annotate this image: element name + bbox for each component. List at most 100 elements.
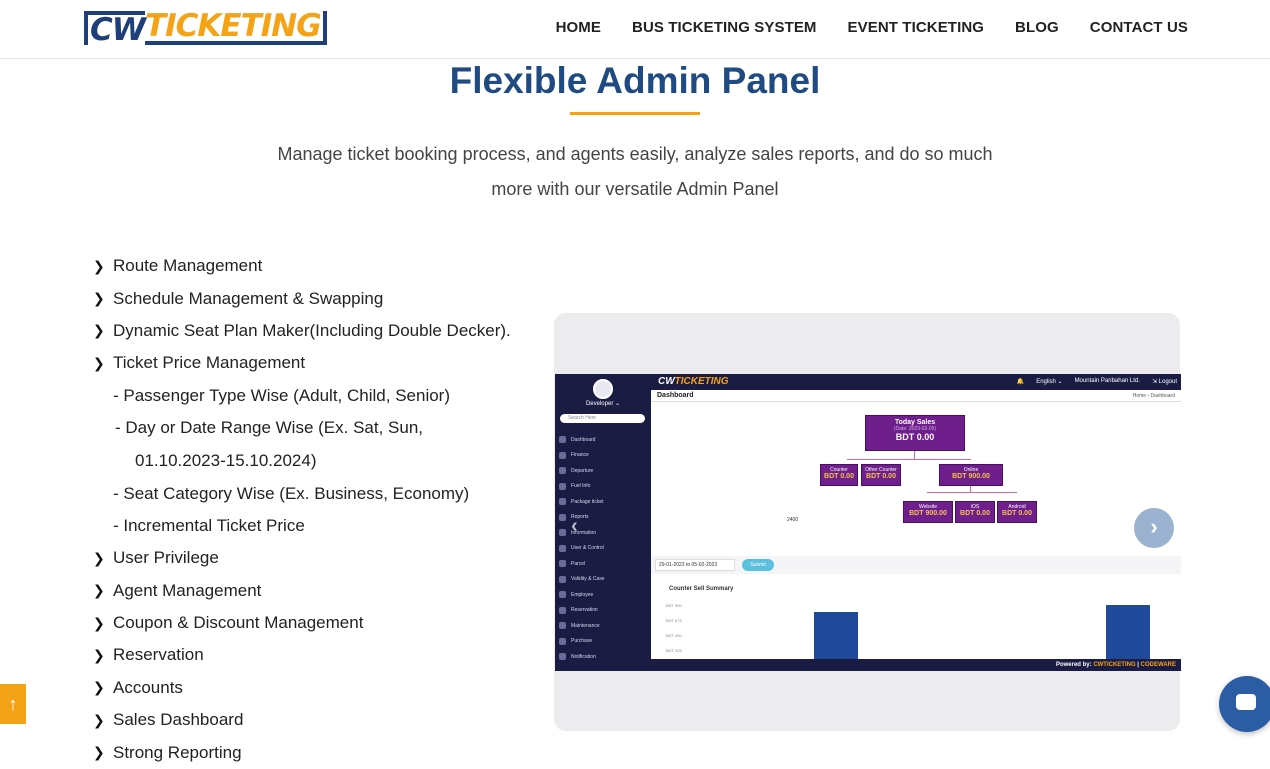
feature-item: ❯ Strong Reporting: [93, 736, 533, 768]
feature-item: ❯Accounts: [93, 672, 533, 704]
scroll-to-top-button[interactable]: ↑: [0, 684, 26, 724]
nav-bus-ticketing[interactable]: BUS TICKETING SYSTEM: [632, 19, 817, 36]
admin-logo-ticketing: TICKETING: [674, 376, 729, 387]
chevron-right-icon: ❯: [93, 549, 105, 566]
sidebar-item: Reports: [559, 510, 649, 526]
submit-button: Submit: [742, 559, 774, 571]
feature-label: Schedule Management & Swapping: [113, 288, 384, 308]
carousel-next-button[interactable]: ›: [1134, 508, 1174, 548]
company-name: Mountain Paribahan Ltd.: [1074, 378, 1140, 384]
admin-topbar-right: 🔔 English ⌄ Mountain Paribahan Ltd. ⇲ Lo…: [1017, 378, 1177, 385]
logout-link: ⇲ Logout: [1151, 379, 1177, 385]
logo-cw: CW: [84, 11, 146, 46]
feature-item: ❯Schedule Management & Swapping: [93, 282, 533, 314]
footer-brand-2: CODEWARE: [1140, 662, 1176, 668]
sidebar-item: Finance: [559, 448, 649, 464]
ios-value: BDT 0.00: [960, 510, 990, 517]
feature-label: Route Management: [113, 256, 263, 276]
feature-subitem: - Seat Category Wise (Ex. Business, Econ…: [113, 483, 470, 503]
carousel-prev-button[interactable]: ‹: [571, 515, 578, 537]
chat-button[interactable]: [1219, 676, 1270, 732]
date-filter-bar: 29-01-2023 to 05-02-2023 Submit: [651, 556, 1181, 574]
sidebar-search: Search Here: [560, 414, 645, 423]
chart-title: Counter Sell Summary: [669, 586, 734, 592]
feature-label: Ticket Price Management: [113, 353, 306, 373]
sidebar-item: User & Control: [559, 541, 649, 557]
chart-marker: 2400: [787, 517, 799, 523]
chevron-right-icon: ❯: [93, 322, 105, 339]
other-counter-box: Other Counter BDT 0.00: [861, 464, 901, 486]
online-label: Online: [963, 467, 979, 473]
sidebar-item: Dashboard: [559, 432, 649, 448]
sidebar-item: Maintenance: [559, 618, 649, 634]
logo-ticketing: TICKETING: [144, 11, 327, 45]
today-sales-value: BDT 0.00: [895, 432, 935, 442]
sidebar-item: Parcel: [559, 556, 649, 572]
y-tick: BDT 450: [666, 633, 682, 638]
y-tick: BDT 225: [666, 648, 682, 653]
title-underline: [570, 112, 700, 115]
ios-label: iOS: [970, 504, 980, 510]
chat-bubble-icon: [1236, 694, 1256, 710]
description-line-2: more with our versatile Admin Panel: [491, 179, 779, 199]
chart-bar: [814, 612, 858, 659]
android-box: Android BDT 0.00: [997, 501, 1037, 523]
today-sales-label: Today Sales: [894, 419, 936, 426]
chevron-right-icon: ❯: [93, 744, 105, 761]
chevron-right-icon: ❯: [93, 614, 105, 631]
avatar: [593, 379, 613, 399]
ios-box: iOS BDT 0.00: [955, 501, 995, 523]
website-box: Website BDT 900.00: [903, 501, 953, 523]
admin-footer: Powered by: CWTICKETING | CODEWARE: [651, 659, 1181, 671]
nav-home[interactable]: HOME: [555, 19, 602, 36]
sidebar-item: Reservation: [559, 603, 649, 619]
sidebar-item: Validity & Case: [559, 572, 649, 588]
sidebar-item: Purchase: [559, 634, 649, 650]
chevron-right-icon: ❯: [93, 354, 105, 371]
nav-blog[interactable]: BLOG: [1015, 19, 1059, 36]
admin-logo: CWTICKETING: [658, 376, 729, 387]
other-counter-value: BDT 0.00: [866, 473, 896, 480]
nav-contact[interactable]: CONTACT US: [1089, 19, 1188, 36]
admin-topbar: CWTICKETING 🔔 English ⌄ Mountain Paribah…: [651, 374, 1181, 390]
feature-subitem: - Day or Date Range Wise (Ex. Sat, Sun,: [115, 418, 424, 438]
sidebar-item: Package ticket: [559, 494, 649, 510]
feature-label: Strong Reporting: [113, 742, 242, 762]
chevron-right-icon: ❯: [93, 257, 105, 274]
feature-subitem-continued: 01.10.2023-15.10.2024): [135, 450, 317, 470]
footer-prefix: Powered by:: [1055, 662, 1092, 668]
admin-panel-screenshot: Developer ⌄ Search Here Dashboard Financ…: [555, 374, 1181, 671]
y-tick: BDT 900: [666, 603, 682, 608]
section-description: Manage ticket booking process, and agent…: [240, 137, 1030, 207]
feature-item: ❯ Sales Dashboard: [93, 704, 533, 736]
user-name: Developer ⌄: [585, 401, 621, 407]
tree-line: [927, 492, 1017, 493]
feature-label: User Privilege: [113, 548, 219, 568]
feature-label: Dynamic Seat Plan Maker(Including Double…: [113, 320, 511, 340]
sidebar-item: Fuel Info: [559, 479, 649, 495]
sidebar-item: Notification: [559, 649, 649, 665]
today-sales-box: Today Sales (Date: 2023-02-05) BDT 0.00: [865, 415, 965, 451]
feature-label: Sales Dashboard: [113, 710, 244, 730]
tree-line: [847, 459, 971, 460]
feature-label: Coupon & Discount Management: [113, 613, 364, 633]
website-label: Website: [919, 504, 937, 510]
y-tick: BDT 675: [666, 618, 682, 623]
chevron-right-icon: ❯: [93, 646, 105, 663]
android-label: Android: [1008, 504, 1026, 510]
tree-line: [970, 486, 971, 492]
sidebar-item: Information: [559, 525, 649, 541]
feature-list: ❯Route Management ❯Schedule Management &…: [93, 250, 533, 769]
nav-event-ticketing[interactable]: EVENT TICKETING: [847, 19, 985, 36]
other-counter-label: Other Counter: [865, 467, 897, 473]
feature-item: ❯ Coupon & Discount Management: [93, 607, 533, 639]
feature-item: ❯ Ticket Price Management: [93, 347, 533, 379]
feature-subitem: - Passenger Type Wise (Adult, Child, Sen…: [113, 385, 450, 405]
sidebar-item: Employee: [559, 587, 649, 603]
bell-icon: 🔔: [1016, 379, 1025, 385]
online-box: Online BDT 900.00: [939, 464, 1003, 486]
online-value: BDT 900.00: [952, 473, 990, 480]
chevron-right-icon: ❯: [93, 711, 105, 728]
